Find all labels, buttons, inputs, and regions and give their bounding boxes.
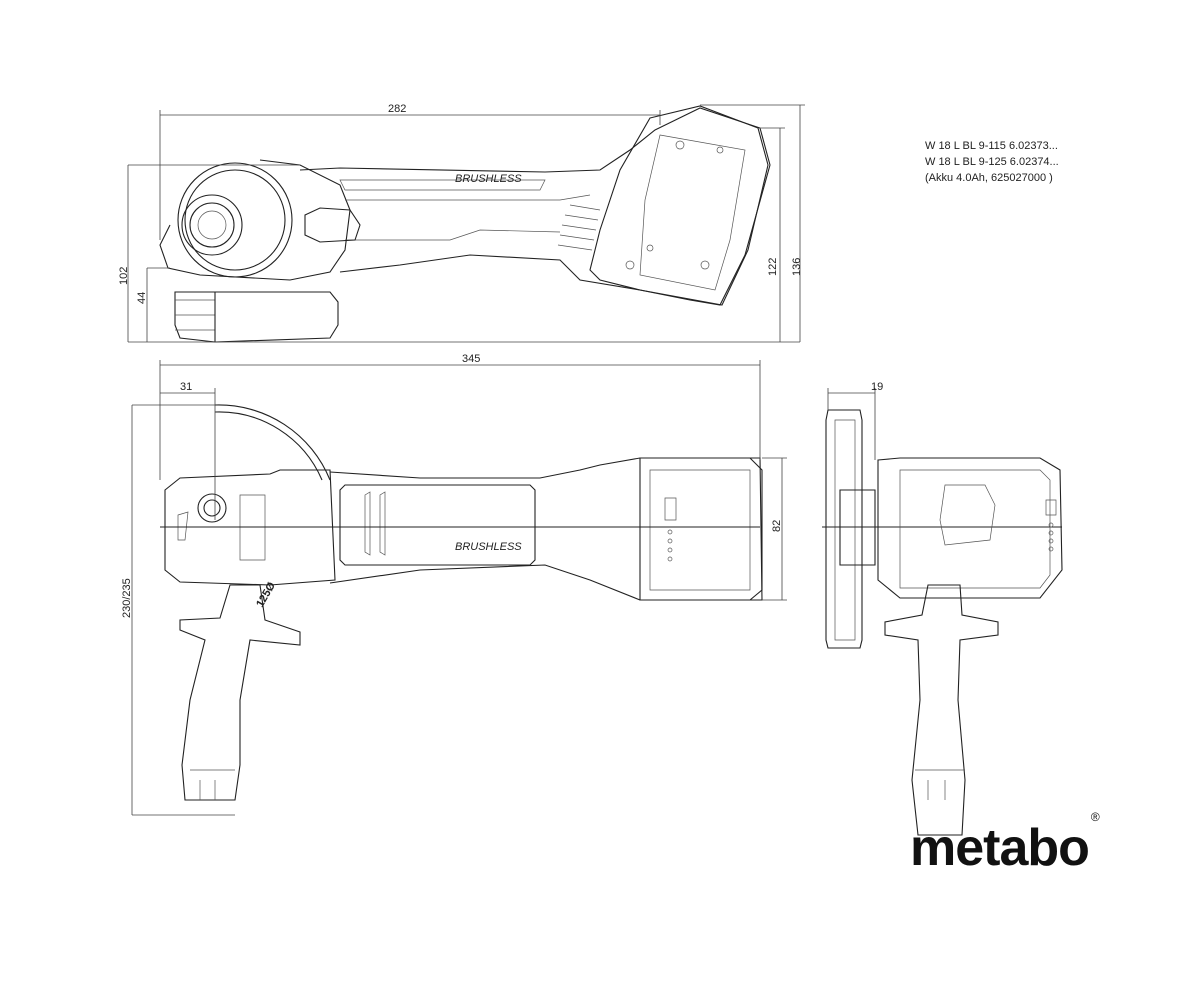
dim-230-235: 230/235 [121,578,133,618]
side-view-dimensions: 282 102 44 122 136 [118,103,805,343]
model-info-block: W 18 L BL 9-115 6.02373... W 18 L BL 9-1… [925,138,1059,186]
front-view [822,409,1063,836]
dim-19: 19 [871,381,883,393]
dim-102: 102 [118,267,130,285]
brushless-label-side: BRUSHLESS [455,173,522,185]
dim-122: 122 [767,258,779,276]
plan-view-dimensions: 345 31 230/235 82 [121,353,787,816]
side-elevation-view: BRUSHLESS [159,105,771,343]
dim-82: 82 [771,520,783,532]
model-line-1: W 18 L BL 9-115 6.02373... [925,140,1058,152]
registered-mark: ® [1090,809,1100,824]
brushless-label-plan: BRUSHLESS [455,541,522,553]
dim-345: 345 [462,353,480,365]
dim-136: 136 [791,258,803,276]
metabo-logo: metabo® [910,810,1100,878]
dim-44: 44 [136,292,148,304]
model-line-3: (Akku 4.0Ah, 625027000 ) [925,172,1053,184]
model-line-2: W 18 L BL 9-125 6.02374... [925,156,1059,168]
brand-name: metabo [910,819,1090,877]
dim-31: 31 [180,381,192,393]
dim-282: 282 [388,103,406,115]
front-view-dimensions: 19 [827,381,883,460]
plan-view: BRUSHLESS 125Ø [160,404,763,801]
